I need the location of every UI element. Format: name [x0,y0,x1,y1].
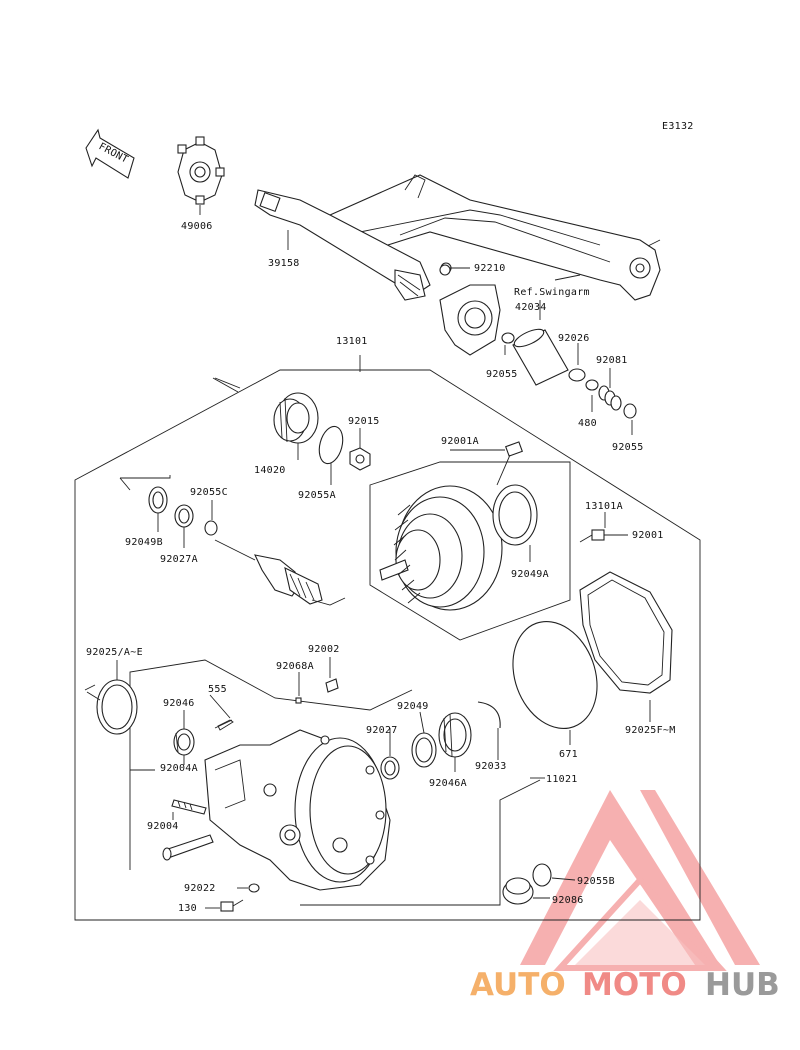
circlip-92033 [477,701,501,729]
plug-92086 [502,877,534,905]
ring-92026 [568,368,586,382]
shim-92025A-E [96,679,138,735]
oring-92055-left [501,332,515,344]
callout-92027: 92027 [366,725,398,736]
callout-92022: 92022 [184,883,216,894]
oring-92055-right [623,403,637,419]
oil-seal-92049B [148,486,168,514]
callout-92055-left: 92055 [486,369,518,380]
callout-13101A: 13101A [585,501,623,512]
callout-92027A: 92027A [160,554,198,565]
watermark-moto: MOTO [582,967,687,1003]
swingarm-flange [439,262,501,356]
callout-14020: 14020 [254,465,286,476]
ring-480 [585,379,599,391]
callout-92001A: 92001A [441,436,479,447]
nut-92015 [349,447,371,471]
group-outline-13101 [74,369,701,921]
callout-92046: 92046 [163,698,195,709]
callout-92002: 92002 [308,644,340,655]
final-gear-case [204,729,391,891]
watermark-text: AUTO MOTO HUB [470,967,780,1003]
callout-42034: 42034 [515,302,547,313]
callout-13101: 13101 [336,336,368,347]
front-arrow-icon: FRONT [85,128,135,179]
callout-92055C: 92055C [190,487,228,498]
callout-92049A: 92049A [511,569,549,580]
callout-92025A-E: 92025/A~E [86,647,143,658]
collar-92027A [174,504,194,528]
pinion-gear [214,539,323,605]
callout-92068A: 92068A [276,661,314,672]
collar-92027 [380,756,400,780]
bearing-92046 [173,728,195,756]
callout-92086: 92086 [552,895,584,906]
callout-92004: 92004 [147,821,179,832]
bearing-92046A [438,712,472,758]
diagram-code: E3132 [662,121,694,132]
callout-480: 480 [578,418,597,429]
gasket-92025F-M [579,571,673,694]
stud-92004A [171,799,207,815]
watermark-hub: HUB [705,967,780,1003]
shim-92049A [492,484,538,546]
watermark-auto: AUTO [470,967,566,1003]
leader-lines [116,205,651,909]
sleeve-part [512,328,569,386]
callout-92033: 92033 [475,761,507,772]
callout-92055A: 92055A [298,490,336,501]
drive-shaft [254,189,431,301]
callout-39158: 39158 [268,258,300,269]
oring-92055B [532,863,552,887]
ring-gear [379,485,503,611]
oring-671 [512,620,598,730]
callout-92015: 92015 [348,416,380,427]
oring-92055A [318,425,344,465]
callout-92055-right: 92055 [612,442,644,453]
oring-92055C [204,520,218,536]
callout-92004A: 92004A [160,763,198,774]
swingarm-reference [329,174,661,301]
callout-92210: 92210 [474,263,506,274]
callout-130: 130 [178,903,197,914]
callout-92081: 92081 [596,355,628,366]
callout-49006: 49006 [181,221,213,232]
label-ref-swingarm: Ref.Swingarm [514,287,590,298]
callout-92049: 92049 [397,701,429,712]
callout-92049B: 92049B [125,537,163,548]
bearing-14020 [273,392,319,444]
coupling-part [177,136,225,205]
callout-555: 555 [208,684,227,695]
callout-92046A: 92046A [429,778,467,789]
bolt-92001 [579,529,605,543]
bolt-130 [220,899,244,912]
shim-92049 [411,732,437,768]
callout-92055B: 92055B [577,876,615,887]
spring-92081 [598,385,622,411]
subgroup-outline-13101A [369,461,571,641]
case-outline-right [385,779,541,906]
stud-92002 [325,678,339,693]
callout-92025F-M: 92025F~M [625,725,676,736]
callout-92001: 92001 [632,530,664,541]
watermark-logo [520,790,760,971]
callout-92026: 92026 [558,333,590,344]
plug-92068A [295,697,302,704]
bolt-92001A [496,441,523,486]
washer-92022 [248,883,260,893]
bolt-92210 [439,264,451,276]
stud-92004 [162,834,214,861]
callout-671: 671 [559,749,578,760]
callout-11021: 11021 [546,774,578,785]
